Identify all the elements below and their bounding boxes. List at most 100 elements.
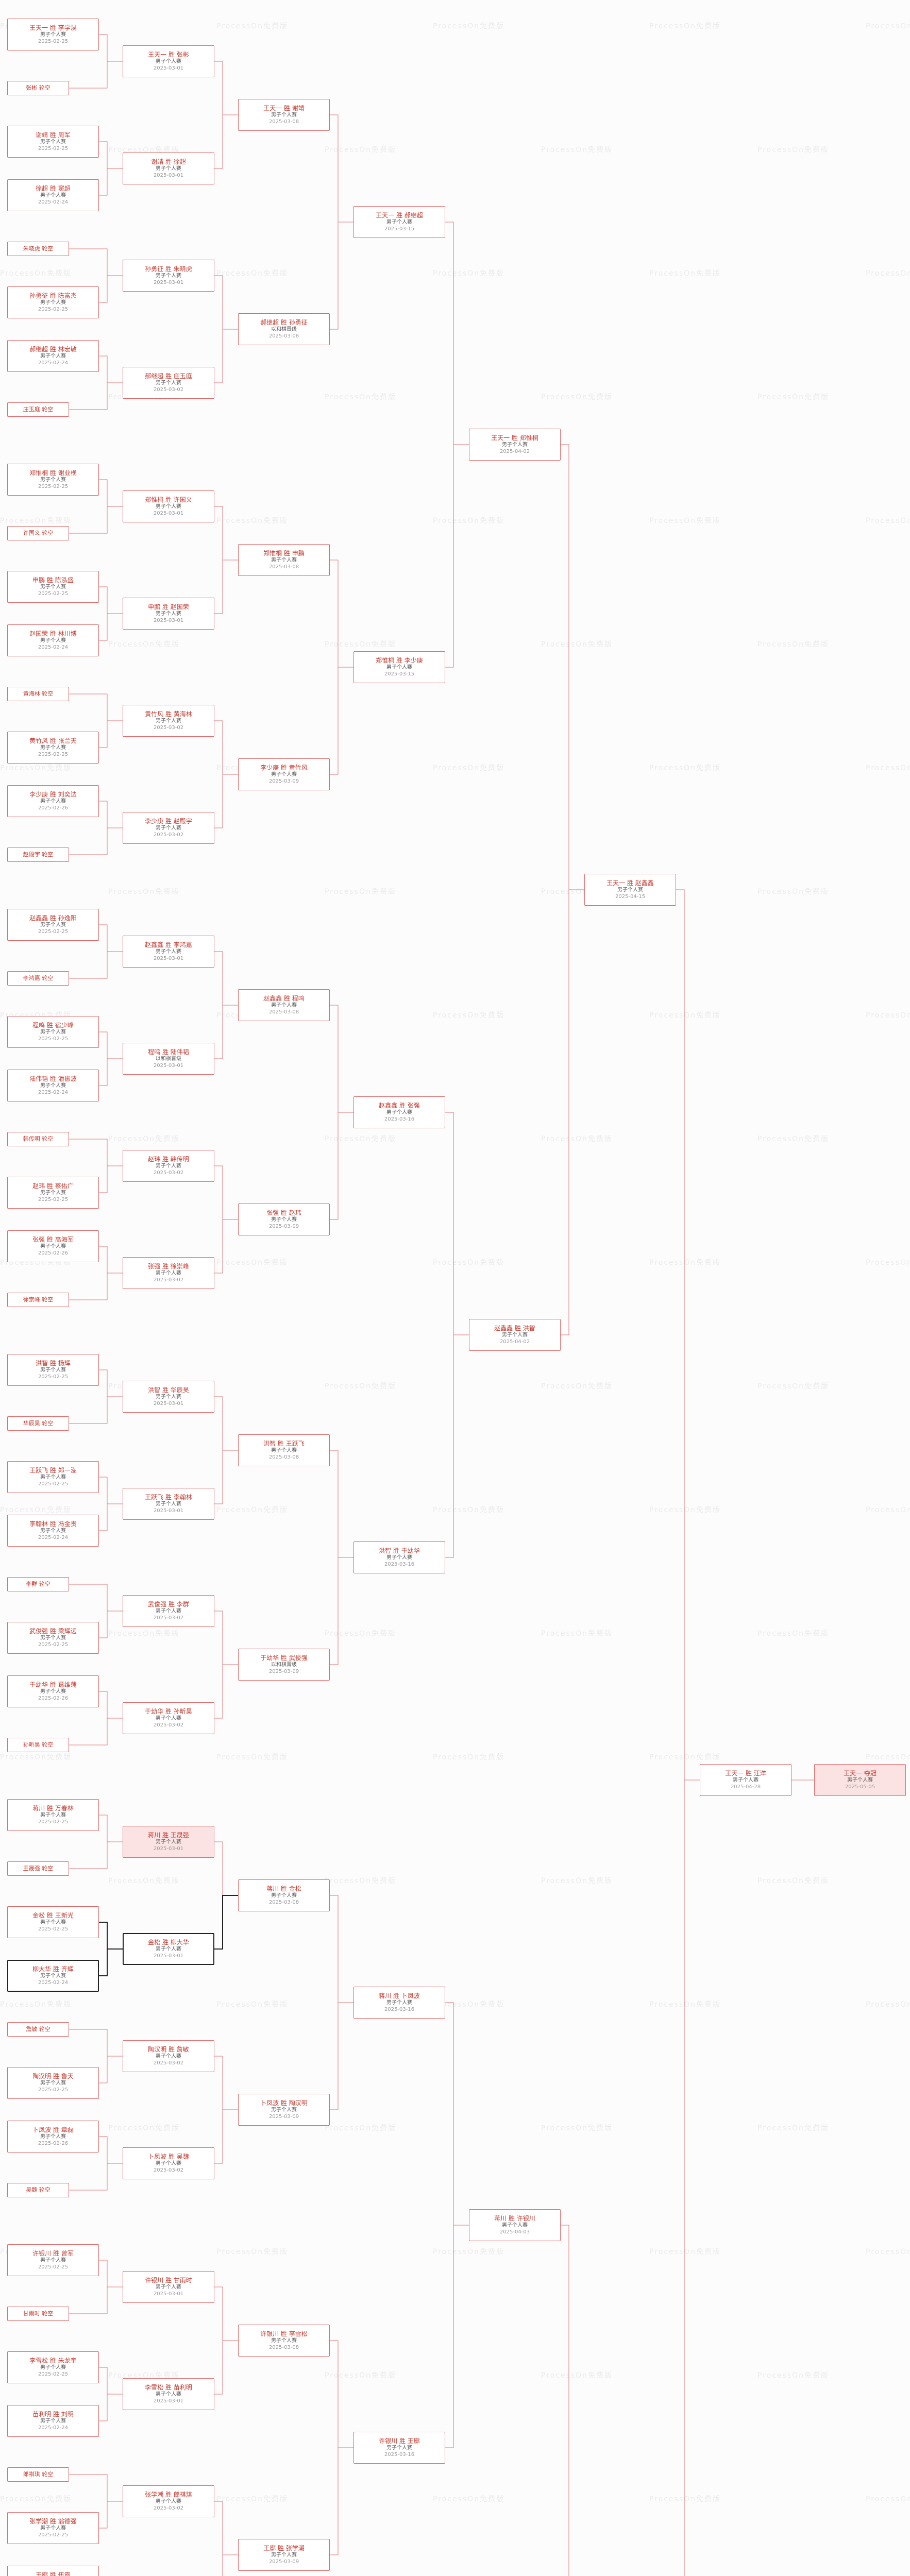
bye-box[interactable]: 许国义 轮空 xyxy=(7,526,69,540)
bye-label: 庄玉庭 轮空 xyxy=(23,406,54,413)
bye-box[interactable]: 赵殿宇 轮空 xyxy=(7,848,69,862)
bye-box[interactable]: 郎祺琪 轮空 xyxy=(7,2467,69,2482)
bye-box[interactable]: 华辰昊 轮空 xyxy=(7,1416,69,1431)
match-box[interactable]: 王廓 胜 伍霞男子个人赛2025-02-26 xyxy=(7,2566,99,2576)
bye-box[interactable]: 徐崇峰 轮空 xyxy=(7,1293,69,1307)
bye-box[interactable]: 李鸿嘉 轮空 xyxy=(7,971,69,986)
bye-box[interactable]: 朱晓虎 轮空 xyxy=(7,242,69,256)
bye-box[interactable]: 王晟强 轮空 xyxy=(7,1861,69,1876)
bye-box[interactable]: 韩传明 轮空 xyxy=(7,1132,69,1146)
bye-box[interactable]: 詹敏 轮空 xyxy=(7,2022,69,2037)
bye-box[interactable]: 庄玉庭 轮空 xyxy=(7,402,69,417)
bye-box[interactable]: 甘雨时 轮空 xyxy=(7,2307,69,2321)
match-date: 2025-02-25 xyxy=(38,145,69,151)
bye-box[interactable]: 吴魏 轮空 xyxy=(7,2183,69,2197)
bye-box[interactable]: 李群 轮空 xyxy=(7,1577,69,1591)
bye-box[interactable]: 孙昕昊 轮空 xyxy=(7,1738,69,1752)
connector-line xyxy=(214,114,238,169)
bye-box[interactable]: 黄海林 轮空 xyxy=(7,687,69,701)
match-result: 张学潮 胜 翁德强 xyxy=(29,2518,77,2525)
match-result: 赵玮 胜 韩传明 xyxy=(148,1156,189,1163)
bye-box[interactable]: 张彬 轮空 xyxy=(7,81,69,95)
connector-line xyxy=(330,560,353,668)
